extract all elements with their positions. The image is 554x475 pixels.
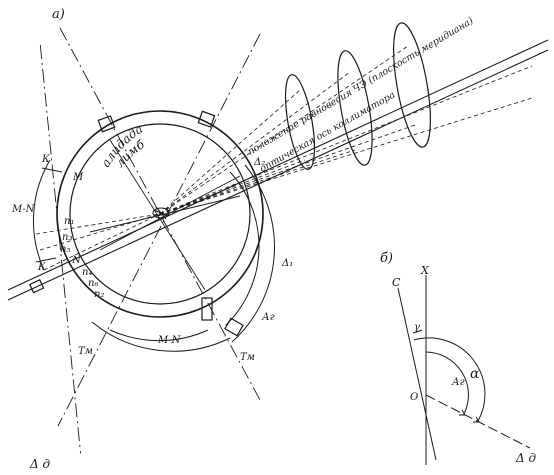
collimator-axis-1 xyxy=(7,39,549,291)
limb-diameters xyxy=(89,139,241,291)
label-delta1: Δ₁ xyxy=(281,258,293,269)
label-n2: n₂ xyxy=(94,289,104,300)
arc-mn-bottom xyxy=(109,329,209,342)
label-delta-d-b: Δ д xyxy=(515,451,536,465)
label-delta2: Δ₂ xyxy=(253,157,265,168)
figure-b-panel-label: б) xyxy=(380,251,393,266)
figure-a-panel-label: а) xyxy=(52,7,65,22)
label-ar-b: Аг xyxy=(451,377,465,388)
tick-k-top xyxy=(41,167,63,173)
label-n4: n₄ xyxy=(82,267,92,278)
direction-line-delta-d xyxy=(39,44,81,454)
arrow-alpha xyxy=(473,416,480,423)
ellipse-group xyxy=(284,22,431,170)
label-mn-left: М-N xyxy=(11,204,36,215)
tick-k-bottom xyxy=(35,257,57,263)
ray-fan xyxy=(35,45,533,271)
arc-gamma xyxy=(412,329,423,334)
label-alpha: α xyxy=(470,366,480,382)
label-n: N xyxy=(71,255,82,266)
label-delta-d-a: Δ д xyxy=(29,457,50,471)
arc-ar-b xyxy=(425,351,469,415)
label-tm-left: Тм xyxy=(78,346,93,357)
label-x: X xyxy=(420,264,430,277)
label-o: О xyxy=(410,392,418,403)
arc-delta1 xyxy=(225,171,260,326)
arrow-ar xyxy=(459,409,466,416)
label-m-top: М xyxy=(72,172,84,183)
label-mn-bottom: М-N xyxy=(157,335,182,346)
label-n6: n₆ xyxy=(88,278,98,289)
label-n3: n₃ xyxy=(62,232,72,243)
label-gamma: γ xyxy=(414,322,420,333)
label-ar-a: Аг xyxy=(261,312,275,323)
c-line xyxy=(397,287,437,461)
label-n5: n₅ xyxy=(60,244,70,255)
figure-a: а) xyxy=(7,7,549,471)
arc-alpha xyxy=(413,337,486,422)
label-tm-right: Тм xyxy=(240,352,255,363)
arc-mn-left xyxy=(32,159,51,271)
limb-circle xyxy=(69,123,251,305)
collimator-axis-2 xyxy=(7,49,549,301)
label-k-top: К xyxy=(41,154,50,165)
label-k-bottom: К xyxy=(37,262,46,273)
central-pivot xyxy=(152,206,170,220)
label-c: С xyxy=(392,276,401,289)
arc-ar xyxy=(231,164,275,343)
arc-tm xyxy=(91,321,231,352)
label-n1: n₁ xyxy=(64,216,74,227)
figure-b: б) С X γ Аг α О Δ д xyxy=(380,251,536,465)
